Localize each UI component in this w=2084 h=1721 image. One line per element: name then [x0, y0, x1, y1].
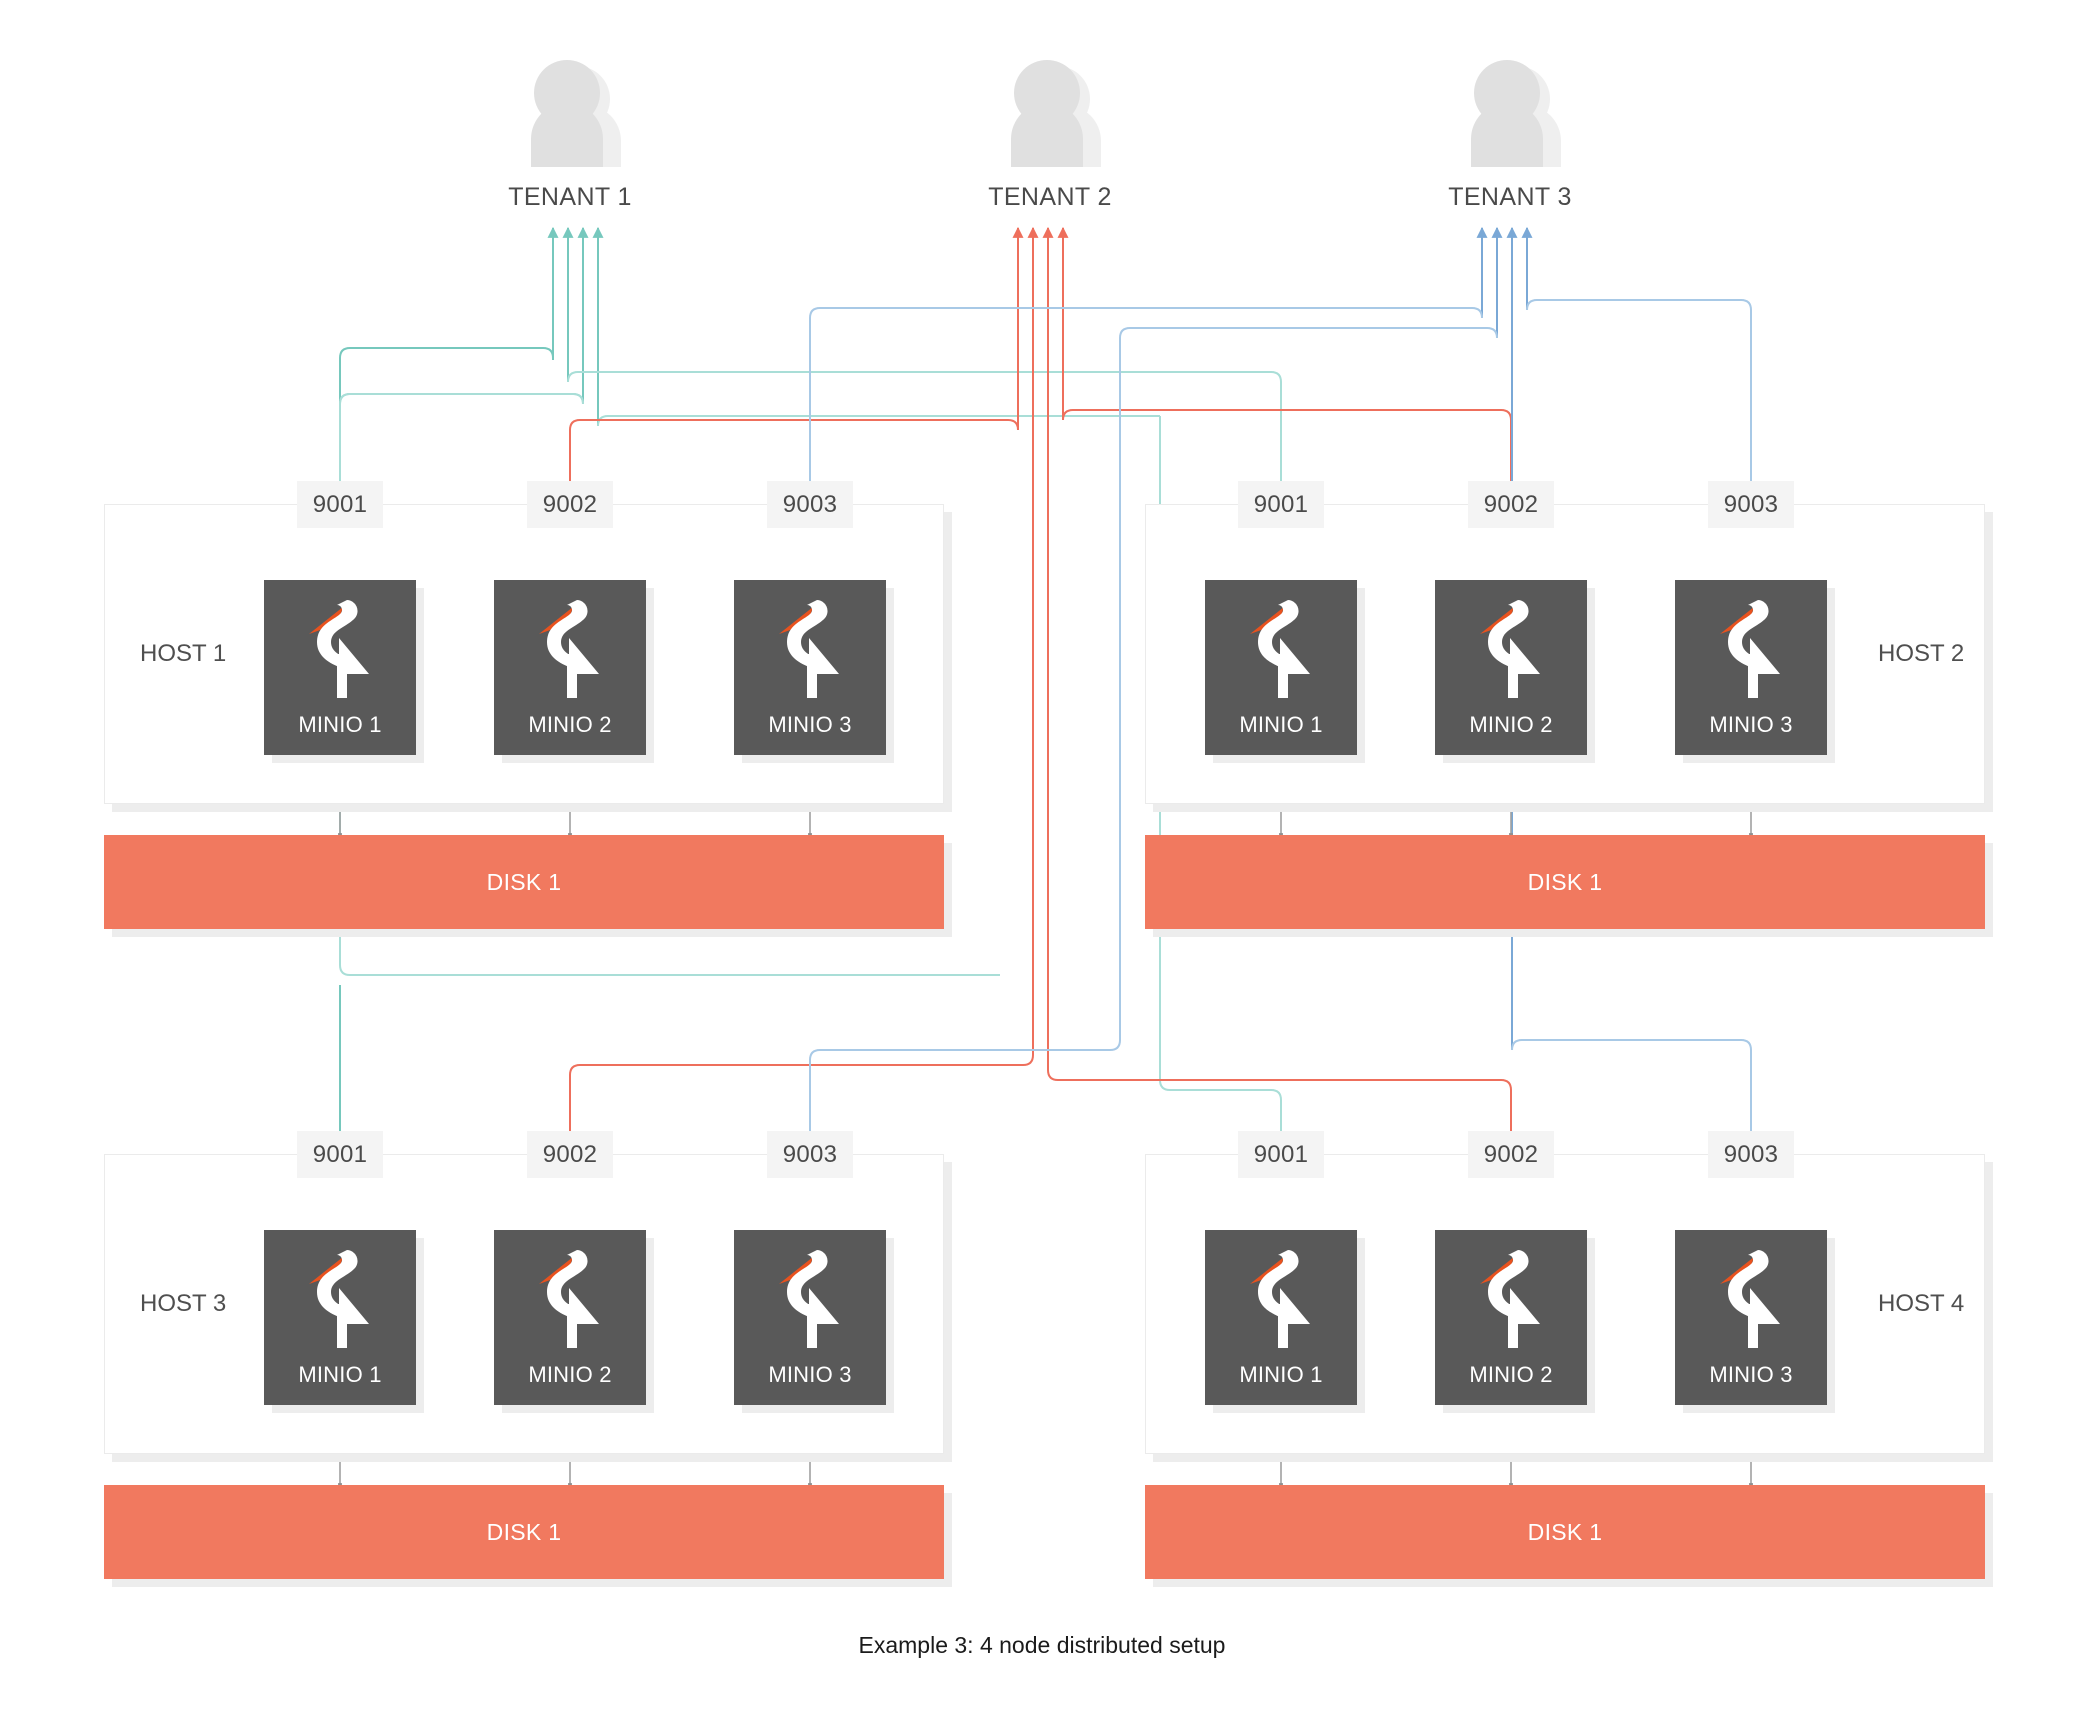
node-label: MINIO 2: [1469, 1362, 1553, 1387]
minio-flamingo-icon: [734, 594, 886, 704]
host-4-label: HOST 4: [1878, 1290, 1965, 1317]
minio-flamingo-icon: [494, 594, 646, 704]
diagram-caption: Example 3: 4 node distributed setup: [858, 1632, 1226, 1658]
host-1-label: HOST 1: [140, 640, 227, 667]
minio-node-h1-1[interactable]: MINIO 1: [264, 580, 416, 755]
host-3-label: HOST 3: [140, 1290, 227, 1317]
minio-node-h3-2[interactable]: MINIO 2: [494, 1230, 646, 1405]
minio-flamingo-icon: [1205, 594, 1357, 704]
node-label: MINIO 1: [298, 1362, 382, 1387]
node-label: MINIO 2: [1469, 712, 1553, 737]
node-label: MINIO 1: [298, 712, 382, 737]
port-badge-h3-1[interactable]: 9001: [297, 1131, 383, 1178]
minio-flamingo-icon: [1675, 1244, 1827, 1354]
minio-flamingo-icon: [1205, 1244, 1357, 1354]
minio-node-h4-3[interactable]: MINIO 3: [1675, 1230, 1827, 1405]
port-badge-h2-3[interactable]: 9003: [1708, 481, 1794, 528]
port-badge-h1-2[interactable]: 9002: [527, 481, 613, 528]
minio-node-h2-2[interactable]: MINIO 2: [1435, 580, 1587, 755]
tenant-1[interactable]: TENANT 1: [460, 55, 680, 212]
port-badge-h1-3[interactable]: 9003: [767, 481, 853, 528]
port-badge-h4-3[interactable]: 9003: [1708, 1131, 1794, 1178]
user-avatar-icon: [995, 55, 1105, 173]
node-label: MINIO 3: [1709, 712, 1793, 737]
minio-node-h1-3[interactable]: MINIO 3: [734, 580, 886, 755]
port-badge-h1-1[interactable]: 9001: [297, 481, 383, 528]
disk-h2: DISK 1: [1145, 835, 1985, 929]
minio-flamingo-icon: [264, 1244, 416, 1354]
tenant-label: TENANT 3: [1448, 183, 1572, 211]
minio-flamingo-icon: [1435, 1244, 1587, 1354]
minio-flamingo-icon: [494, 1244, 646, 1354]
port-badge-h3-2[interactable]: 9002: [527, 1131, 613, 1178]
minio-node-h4-2[interactable]: MINIO 2: [1435, 1230, 1587, 1405]
tenant-3[interactable]: TENANT 3: [1400, 55, 1620, 212]
node-label: MINIO 1: [1239, 712, 1323, 737]
minio-flamingo-icon: [1435, 594, 1587, 704]
minio-node-h2-1[interactable]: MINIO 1: [1205, 580, 1357, 755]
node-label: MINIO 2: [528, 712, 612, 737]
minio-flamingo-icon: [264, 594, 416, 704]
port-badge-h2-2[interactable]: 9002: [1468, 481, 1554, 528]
node-label: MINIO 1: [1239, 1362, 1323, 1387]
tenant-label: TENANT 1: [508, 183, 632, 211]
node-label: MINIO 3: [768, 712, 852, 737]
port-badge-h2-1[interactable]: 9001: [1238, 481, 1324, 528]
disk-h4: DISK 1: [1145, 1485, 1985, 1579]
host-2-label: HOST 2: [1878, 640, 1965, 667]
node-label: MINIO 2: [528, 1362, 612, 1387]
disk-h3: DISK 1: [104, 1485, 944, 1579]
port-badge-h4-2[interactable]: 9002: [1468, 1131, 1554, 1178]
minio-node-h3-3[interactable]: MINIO 3: [734, 1230, 886, 1405]
port-badge-h3-3[interactable]: 9003: [767, 1131, 853, 1178]
tenant-label: TENANT 2: [988, 183, 1112, 211]
minio-node-h2-3[interactable]: MINIO 3: [1675, 580, 1827, 755]
minio-node-h3-1[interactable]: MINIO 1: [264, 1230, 416, 1405]
user-avatar-icon: [515, 55, 625, 173]
user-avatar-icon: [1455, 55, 1565, 173]
minio-flamingo-icon: [734, 1244, 886, 1354]
node-label: MINIO 3: [1709, 1362, 1793, 1387]
disk-h1: DISK 1: [104, 835, 944, 929]
minio-flamingo-icon: [1675, 594, 1827, 704]
port-badge-h4-1[interactable]: 9001: [1238, 1131, 1324, 1178]
node-label: MINIO 3: [768, 1362, 852, 1387]
minio-node-h1-2[interactable]: MINIO 2: [494, 580, 646, 755]
tenant-2[interactable]: TENANT 2: [940, 55, 1160, 212]
minio-node-h4-1[interactable]: MINIO 1: [1205, 1230, 1357, 1405]
